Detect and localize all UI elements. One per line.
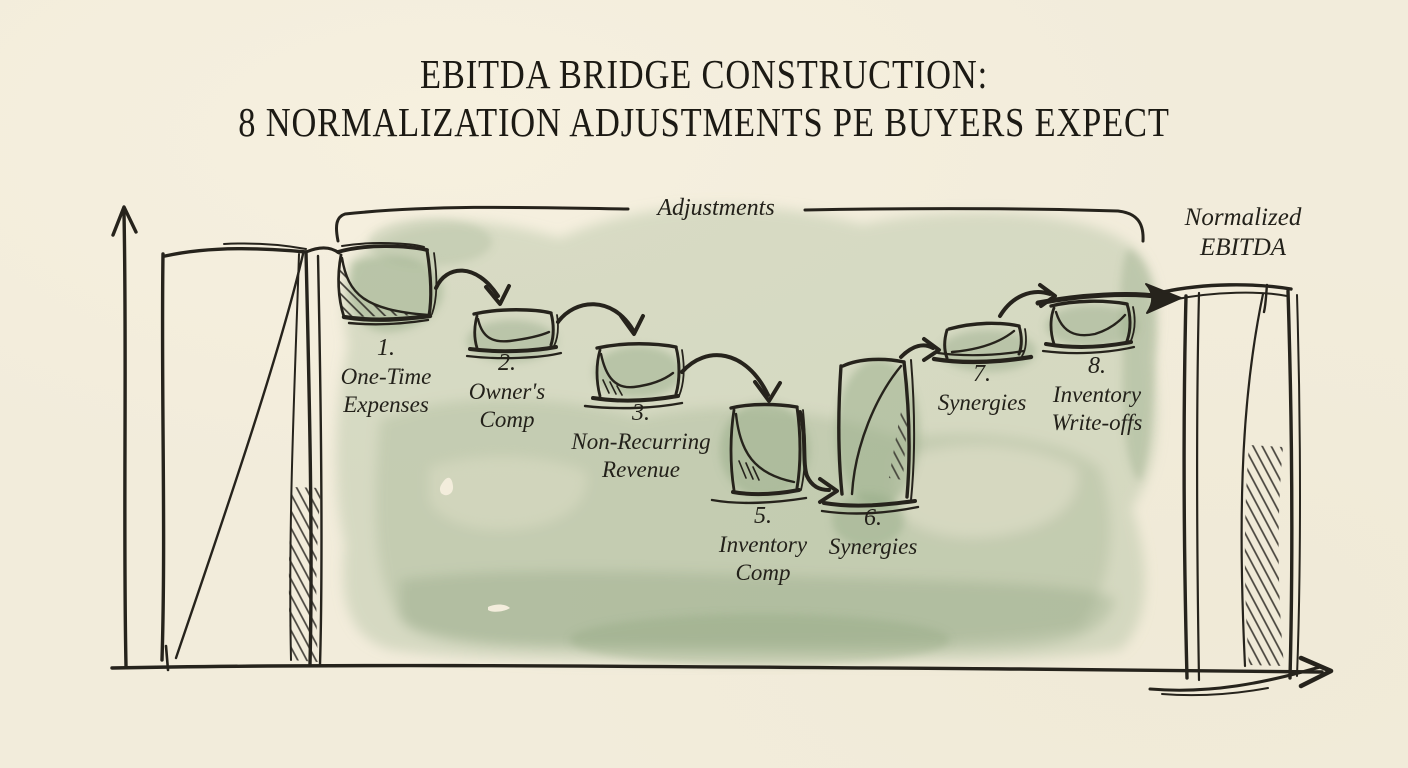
step-3-box	[583, 342, 685, 410]
step-7-label: 7. Synergies	[937, 361, 1027, 416]
x-axis-arrowhead	[1298, 655, 1334, 689]
arrow-8-to-end-bar	[1035, 283, 1182, 314]
step-6-label: 6. Synergies	[828, 505, 918, 560]
start-bar	[160, 242, 323, 672]
step-2-label: 2. Owner's Comp	[468, 350, 546, 433]
arrow-6-to-7	[899, 337, 941, 362]
arrow-1-to-2	[434, 268, 511, 306]
step-5-label: 5. Inventory Comp	[718, 503, 808, 586]
adjustments-bracket	[335, 205, 1145, 243]
end-bar-label: Normalized EBITDA	[1184, 204, 1302, 261]
adjustments-bracket-label: Adjustments	[657, 195, 775, 221]
arrow-5-to-6	[798, 410, 839, 504]
step-1-label: 1. One-Time Expenses	[340, 335, 432, 418]
page-title-line-1: EBITDA BRIDGE CONSTRUCTION:	[420, 51, 988, 97]
page-title-line-2: 8 NORMALIZATION ADJUSTMENTS PE BUYERS EX…	[238, 99, 1170, 145]
x-axis	[110, 655, 1334, 689]
step-2-box	[465, 308, 563, 360]
step-3-label: 3. Non-Recurring Revenue	[571, 400, 711, 483]
step-7-box	[931, 321, 1034, 365]
y-axis-arrowhead	[111, 205, 138, 237]
arrow-3-to-5	[680, 353, 782, 403]
step-6-box	[820, 357, 920, 515]
y-axis	[111, 205, 138, 668]
step-8-box	[1041, 299, 1136, 355]
watercolor-wash	[336, 205, 1158, 666]
step-5-box	[710, 402, 808, 505]
step-8-label: 8. Inventory Write-offs	[1051, 353, 1143, 436]
end-bar	[1148, 283, 1322, 697]
arrow-2-to-3	[556, 302, 645, 336]
